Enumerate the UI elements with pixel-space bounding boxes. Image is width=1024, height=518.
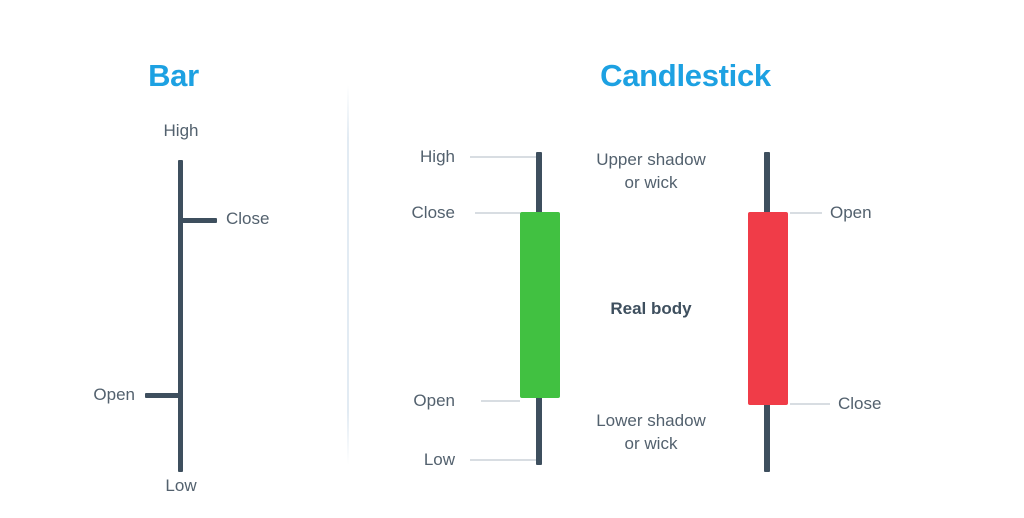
bearish-open-label: Open [830,203,872,222]
bar-open-label: Open [93,385,135,404]
lower-shadow-line-1: Lower shadow [596,411,706,430]
bullish-open-label: Open [413,391,455,410]
bullish-high-label: High [420,147,455,166]
bearish-close-leader [790,403,830,405]
bearish-open-leader [790,212,822,214]
bar-close-tick [181,218,217,223]
bullish-high-leader [470,156,536,158]
candlestick-panel-title: Candlestick [600,58,771,93]
lower-shadow-annotation: Lower shadow or wick [571,410,731,456]
bullish-close-label: Close [411,203,455,222]
bearish-close-label: Close [838,394,882,413]
panel-divider [347,85,349,465]
bar-vertical-line [178,160,183,472]
bar-open-tick [145,393,182,398]
bar-panel-title: Bar [148,58,199,93]
bar-close-label: Close [226,209,270,228]
bullish-low-label: Low [423,450,455,469]
real-body-annotation: Real body [610,299,692,318]
lower-shadow-line-2: or wick [624,433,678,453]
bullish-candle-body [520,212,560,398]
bar-low-label: Low [165,476,197,495]
bullish-open-leader [481,400,520,402]
bar-high-label: High [163,121,199,140]
bullish-low-leader [470,459,536,461]
upper-shadow-line-2: or wick [624,172,678,192]
upper-shadow-line-1: Upper shadow [596,150,706,169]
bearish-candle-body [748,212,788,405]
upper-shadow-annotation: Upper shadow or wick [571,149,731,195]
bullish-close-leader [475,212,520,214]
